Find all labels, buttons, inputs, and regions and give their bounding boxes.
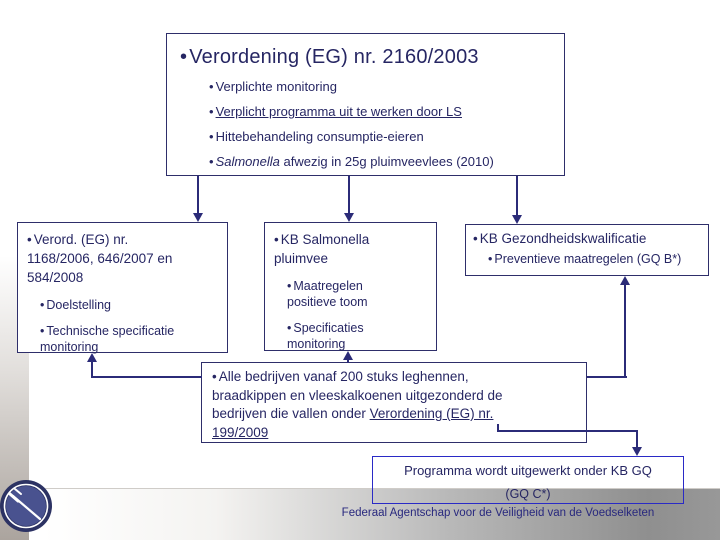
link-verordening-199-2009[interactable]: 199/2009: [212, 424, 269, 440]
item-line: •Specificaties: [287, 320, 428, 336]
arrow-scope-to-mid-box: [347, 358, 349, 363]
box-text: •Alle bedrijven vanaf 200 stuks leghenne…: [212, 368, 586, 442]
arrowhead-down-icon: [632, 447, 642, 456]
footer-gradient-band: [0, 488, 720, 540]
bullet-glyph: •: [212, 369, 217, 384]
box-programma-kb-gq: Programma wordt uitgewerkt onder KB GQ (…: [372, 456, 684, 504]
title-line: 1168/2006, 646/2007 en: [27, 251, 173, 266]
arrowhead-up-icon: [343, 351, 353, 360]
arrow-top-to-mid-box: [348, 176, 350, 214]
box-kb-salmonella-pluimvee: •KB Salmonella pluimvee •Maatregelen pos…: [264, 222, 437, 351]
bullet-glyph: •: [27, 232, 32, 247]
item-line: positieve toom: [287, 295, 368, 309]
bullet-glyph: •: [473, 231, 478, 246]
box-content: •Verord. (EG) nr. 1168/2006, 646/2007 en…: [18, 223, 227, 355]
item-line: monitoring: [287, 337, 346, 351]
box-title: •KB Salmonella pluimvee: [274, 230, 428, 268]
box-verordening-2160-2003: •Verordening (EG) nr. 2160/2003 •Verplic…: [166, 33, 565, 176]
item-text: Verplichte monitoring: [215, 79, 337, 94]
arrow-top-to-right-box: [516, 176, 518, 216]
text-line: •Alle bedrijven vanaf 200 stuks leghenne…: [212, 368, 578, 387]
bullet-glyph: •: [209, 104, 214, 119]
item-text: Hittebehandeling consumptie-eieren: [215, 129, 424, 144]
text-line: braadkippen en vleeskalkoenen uitgezonde…: [212, 387, 503, 403]
arrow-link-to-program-box: [497, 424, 499, 432]
favv-logo: [0, 477, 56, 535]
bullet-glyph: •: [287, 321, 292, 335]
title-text: KB Gezondheidskwalificatie: [479, 231, 647, 246]
list-item: •Technische specificatie monitoring: [40, 323, 219, 355]
list-item: •Salmonella afwezig in 25g pluimveevlees…: [209, 154, 564, 170]
arrow-scope-to-right-box: [587, 376, 627, 378]
link-verplicht-programma[interactable]: Verplicht programma uit te werken door L…: [215, 104, 462, 119]
program-line1: Programma wordt uitgewerkt onder KB GQ: [404, 463, 652, 478]
arrowhead-down-icon: [193, 213, 203, 222]
program-line2: (GQ C*): [505, 487, 551, 501]
item-text-italic: Salmonella: [215, 154, 280, 169]
arrow-top-to-left-box: [197, 176, 199, 214]
bullet-glyph: •: [180, 46, 188, 68]
box-kb-gezondheidskwalificatie: •KB Gezondheidskwalificatie •Preventieve…: [465, 224, 709, 276]
list-item: •Specificaties monitoring: [287, 320, 428, 352]
title-line: 584/2008: [27, 270, 84, 285]
title-line: pluimvee: [274, 251, 329, 266]
fork-icon: [0, 480, 52, 532]
bullet-glyph: •: [274, 232, 279, 247]
item-text: Preventieve maatregelen (GQ B*): [494, 252, 682, 266]
item-text: Maatregelen: [293, 279, 363, 293]
bullet-glyph: •: [209, 154, 214, 169]
box-verord-1168-2006: •Verord. (EG) nr. 1168/2006, 646/2007 en…: [17, 222, 228, 355]
list-item: •Verplicht programma uit te werken door …: [209, 104, 564, 120]
arrow-link-to-program-box: [497, 430, 638, 432]
box-content: •KB Gezondheidskwalificatie •Preventieve…: [466, 225, 708, 267]
list-item: •Hittebehandeling consumptie-eieren: [209, 129, 564, 145]
arrowhead-down-icon: [512, 215, 522, 224]
box-title: •Verord. (EG) nr. 1168/2006, 646/2007 en…: [27, 230, 219, 287]
item-line: •Maatregelen: [287, 278, 428, 294]
list-item: •Verplichte monitoring: [209, 79, 564, 95]
box-title: •Verordening (EG) nr. 2160/2003: [180, 44, 564, 70]
title-text: Verordening (EG) nr. 2160/2003: [189, 46, 479, 68]
bullet-glyph: •: [209, 129, 214, 144]
item-text: Specificaties: [293, 321, 364, 335]
item-text: afwezig in 25g pluimveevlees (2010): [279, 154, 494, 169]
item-line: •Technische specificatie: [40, 323, 219, 339]
arrow-link-to-program-box: [636, 430, 638, 448]
item-line: monitoring: [40, 340, 99, 354]
link-verordening-199-2009[interactable]: Verordening (EG) nr.: [369, 406, 494, 421]
box-content: •KB Salmonella pluimvee •Maatregelen pos…: [265, 223, 436, 352]
line-text: Alle bedrijven vanaf 200 stuks leghennen…: [218, 369, 469, 384]
bullet-glyph: •: [209, 79, 214, 94]
bullet-glyph: •: [40, 298, 45, 312]
item-text: Technische specificatie: [46, 324, 175, 338]
title-text: Verord. (EG) nr.: [33, 232, 129, 247]
line-text: bedrijven die vallen onder: [212, 406, 370, 421]
bullet-list: •Verplichte monitoring •Verplicht progra…: [209, 79, 564, 170]
item-text: Doelstelling: [46, 298, 112, 312]
list-item: •Maatregelen positieve toom: [287, 278, 428, 310]
text-line: 199/2009: [212, 424, 578, 443]
title-text: KB Salmonella: [280, 232, 370, 247]
arrowhead-up-icon: [87, 353, 97, 362]
list-item: •Doelstelling: [40, 297, 219, 313]
bullet-glyph: •: [488, 252, 493, 266]
text-line: bedrijven die vallen onder Verordening (…: [212, 405, 578, 424]
box-alle-bedrijven: •Alle bedrijven vanaf 200 stuks leghenne…: [201, 362, 587, 443]
title-line: •KB Salmonella: [274, 230, 428, 249]
box-title: •KB Gezondheidskwalificatie: [473, 229, 702, 248]
arrow-scope-to-left-box: [91, 361, 93, 378]
arrowhead-up-icon: [620, 276, 630, 285]
footer-agency-name: Federaal Agentschap voor de Veiligheid v…: [341, 507, 655, 519]
title-line: •Verord. (EG) nr.: [27, 230, 219, 249]
arrowhead-down-icon: [344, 213, 354, 222]
arrow-scope-to-right-box: [624, 284, 626, 378]
bullet-glyph: •: [40, 324, 45, 338]
arrow-scope-to-left-box: [92, 376, 202, 378]
list-item: •Preventieve maatregelen (GQ B*): [488, 251, 702, 267]
bullet-glyph: •: [287, 279, 292, 293]
